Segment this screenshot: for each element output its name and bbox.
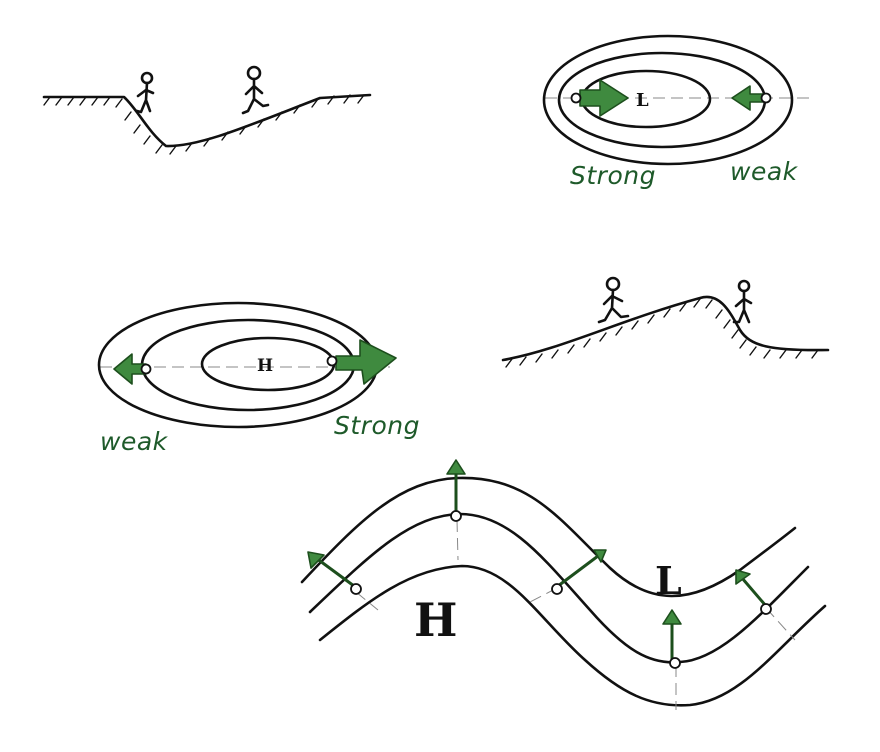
hill-ground-line (501, 295, 830, 362)
wave-high-label: H (414, 593, 457, 647)
high-point-right (326, 355, 338, 367)
high-point-left (140, 363, 152, 375)
wave-point-5 (760, 603, 772, 615)
walker-gentle-slope (241, 65, 270, 115)
low-pressure-panel: L Strong weak (542, 34, 812, 190)
low-center-label: L (636, 90, 649, 111)
valley-panel (42, 65, 372, 155)
low-point-left (570, 92, 582, 104)
hill-hatching (505, 298, 819, 368)
strong-wind-arrow-high (335, 339, 397, 385)
low-weak-label: weak (730, 157, 799, 186)
high-center-label: H (257, 356, 273, 376)
wave-arrows (307, 459, 768, 662)
high-middle-isobar (140, 318, 356, 412)
wave-contour-lower (318, 564, 827, 707)
walker-steep-slope (135, 71, 155, 114)
low-strong-label: Strong (570, 161, 656, 190)
hill-panel (501, 276, 830, 368)
valley-ground-line (42, 93, 372, 148)
ground-hatching (43, 94, 365, 155)
high-weak-label: weak (100, 427, 169, 456)
wave-contour-middle (308, 512, 810, 664)
low-outer-isobar (542, 34, 794, 166)
wave-contour-upper (300, 476, 797, 598)
wave-point-1 (450, 510, 462, 522)
weak-wind-arrow-low (731, 85, 765, 111)
high-strong-label: Strong (334, 411, 420, 440)
wave-panel: H L (300, 459, 827, 710)
strong-wind-arrow-low (579, 79, 629, 117)
walker-gentle-hill (597, 276, 630, 324)
walker-steep-hill (732, 279, 753, 324)
wave-point-4 (669, 657, 681, 669)
high-pressure-panel: H weak Strong (97, 301, 420, 456)
weak-wind-arrow-high (113, 353, 147, 385)
wave-point-2 (350, 583, 362, 595)
wave-low-label: L (655, 558, 682, 603)
low-point-right (760, 92, 772, 104)
wave-point-3 (551, 583, 563, 595)
